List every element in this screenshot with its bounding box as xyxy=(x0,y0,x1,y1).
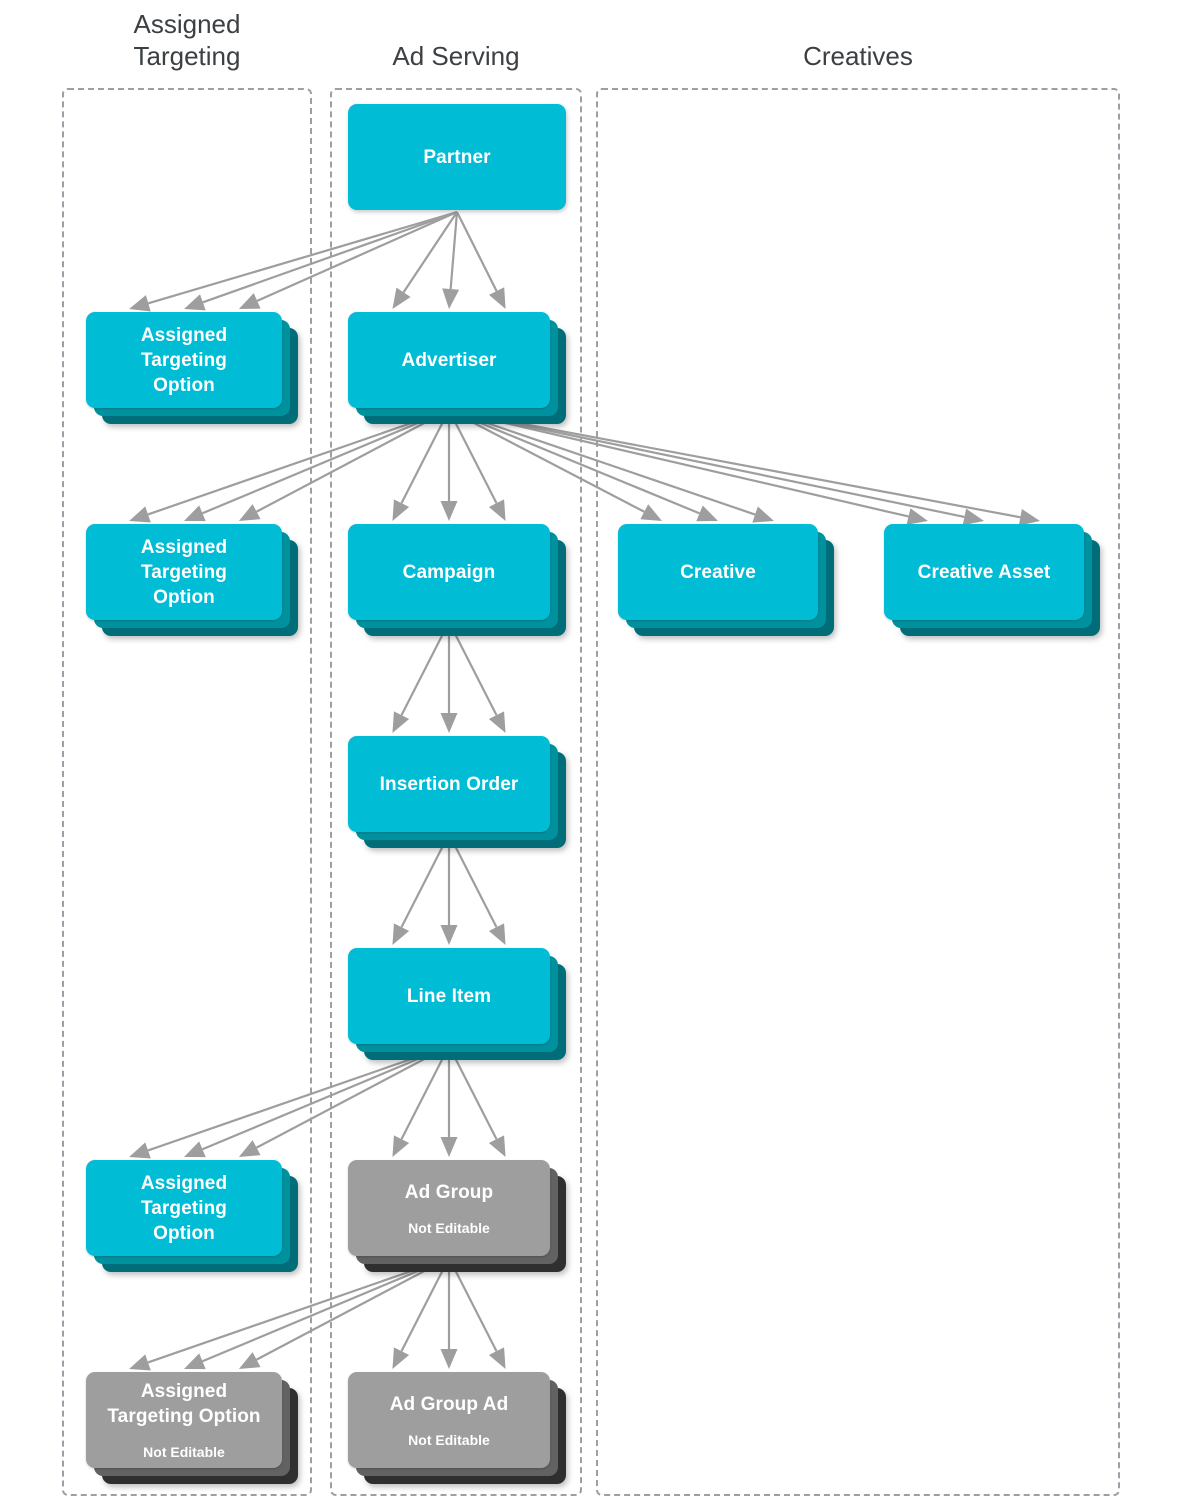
node-ato-advertiser[interactable]: Assigned Targeting Option xyxy=(86,524,298,636)
node-sublabel-not-editable: Not Editable xyxy=(408,1431,490,1448)
node-campaign[interactable]: Campaign xyxy=(348,524,566,636)
node-front-layer[interactable]: Insertion Order xyxy=(348,736,550,832)
column-heading-creatives: Creatives xyxy=(803,41,913,71)
node-advertiser[interactable]: Advertiser xyxy=(348,312,566,424)
node-partner[interactable]: Partner xyxy=(348,104,566,210)
node-ad-group-ad[interactable]: Ad Group Ad Not Editable xyxy=(348,1372,566,1484)
node-front-layer[interactable]: Assigned Targeting Option xyxy=(86,524,282,620)
node-label: Assigned Targeting Option xyxy=(107,1381,261,1427)
node-sublabel-not-editable: Not Editable xyxy=(408,1219,490,1236)
node-creative-asset[interactable]: Creative Asset xyxy=(884,524,1100,636)
column-container-creatives xyxy=(596,88,1120,1496)
node-front-layer[interactable]: Assigned Targeting Option xyxy=(86,1160,282,1256)
node-insertion-order[interactable]: Insertion Order xyxy=(348,736,566,848)
node-creative[interactable]: Creative xyxy=(618,524,834,636)
node-front-layer[interactable]: Creative xyxy=(618,524,818,620)
node-front-layer[interactable]: Creative Asset xyxy=(884,524,1084,620)
column-heading-ad-serving: Ad Serving xyxy=(392,41,520,71)
node-label: Line Item xyxy=(406,985,492,1007)
node-front-layer[interactable]: Assigned Targeting Option xyxy=(86,312,282,408)
column-heading-assigned-targeting: Assigned Targeting xyxy=(133,9,241,71)
node-front-layer[interactable]: Line Item xyxy=(348,948,550,1044)
column-container-assigned-targeting xyxy=(62,88,312,1496)
node-label: Assigned Targeting Option xyxy=(140,324,228,396)
node-sublabel-not-editable: Not Editable xyxy=(143,1444,225,1460)
column-container-ad-serving xyxy=(330,88,582,1496)
node-line-item[interactable]: Line Item xyxy=(348,948,566,1060)
node-label: Assigned Targeting Option xyxy=(140,536,228,608)
node-label: Partner xyxy=(423,146,491,168)
node-label: Ad Group xyxy=(404,1181,494,1203)
node-label: Insertion Order xyxy=(379,773,519,795)
node-front-layer[interactable]: Campaign xyxy=(348,524,550,620)
node-label: Creative xyxy=(680,561,756,583)
node-label: Assigned Targeting Option xyxy=(140,1172,228,1244)
node-front-layer[interactable]: Ad Group Ad Not Editable xyxy=(348,1372,550,1468)
node-ato-lineitem[interactable]: Assigned Targeting Option xyxy=(86,1160,298,1272)
node-front-layer[interactable]: Partner xyxy=(348,104,566,210)
node-ato-partner[interactable]: Assigned Targeting Option xyxy=(86,312,298,424)
node-label: Ad Group Ad xyxy=(389,1393,509,1415)
node-label: Advertiser xyxy=(401,349,497,371)
node-front-layer[interactable]: Advertiser xyxy=(348,312,550,408)
node-label: Campaign xyxy=(402,561,496,583)
node-label: Creative Asset xyxy=(917,561,1051,583)
